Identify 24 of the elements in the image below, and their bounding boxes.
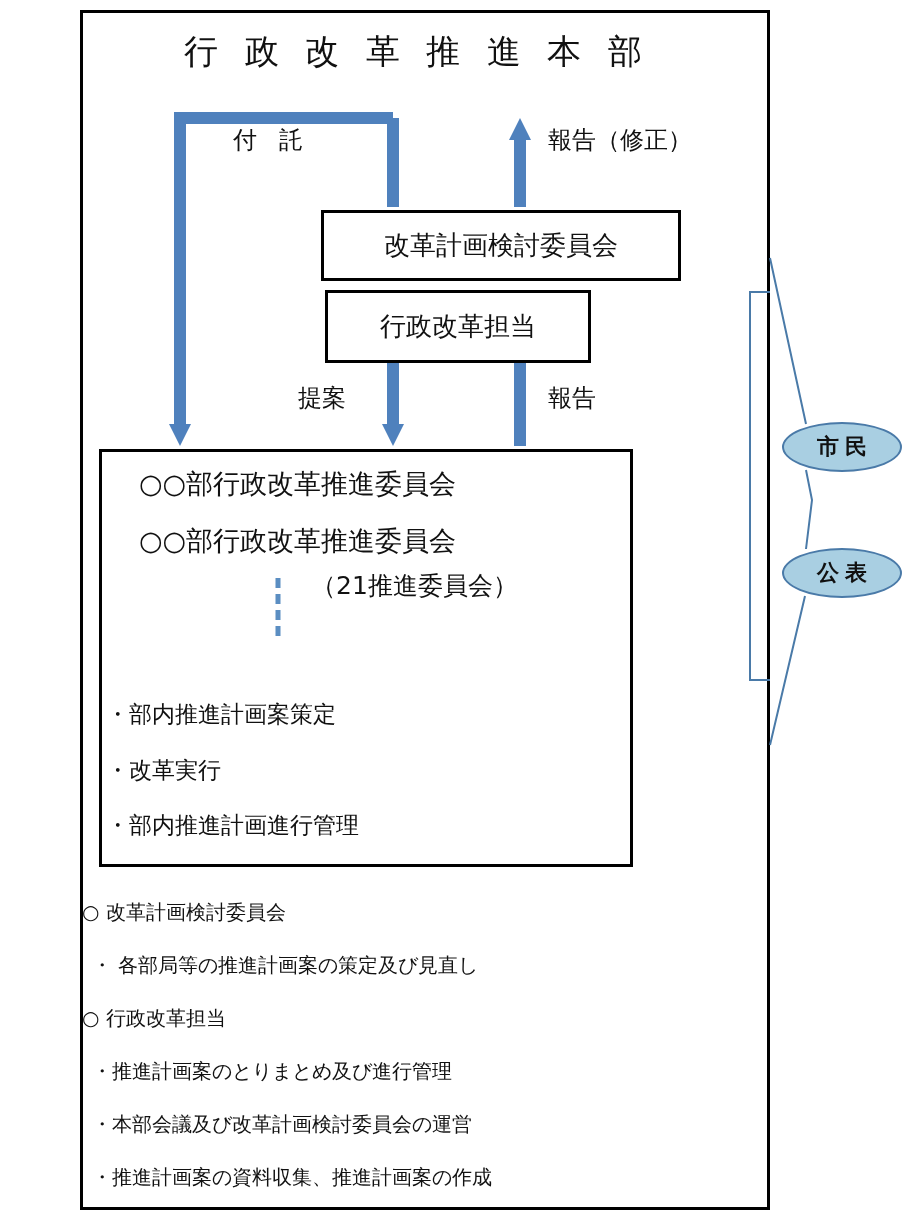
committee-name: ○○部行政改革推進委員会 (139, 525, 457, 558)
arrow (509, 118, 531, 207)
committee-name: （21推進委員会） (311, 571, 518, 601)
bullet-item: ・部内推進計画進行管理 (106, 812, 359, 840)
note-text: ・推進計画案の資料収集、推進計画案の作成 (92, 1165, 492, 1189)
committee-name: ○○部行政改革推進委員会 (139, 468, 457, 501)
arrow (169, 112, 393, 446)
note-text: ○ 改革計画検討委員会 (82, 900, 286, 924)
bullet-item: ・部内推進計画案策定 (106, 701, 336, 729)
ellipse-node: 市民 (782, 422, 902, 472)
note-text: ・ 各部局等の推進計画案の策定及び見直し (92, 953, 479, 977)
edge-label: 報告 (548, 384, 596, 413)
ellipse-node: 公表 (782, 548, 902, 598)
bullet-item: ・改革実行 (106, 757, 221, 785)
arrow (382, 360, 404, 446)
title-heading: 行政改革推進本部 (153, 31, 673, 121)
process-box: 行政改革担当 (325, 290, 591, 363)
committee-panel (99, 449, 633, 867)
outer-frame (80, 10, 770, 1210)
note-text: ○ 行政改革担当 (82, 1006, 226, 1030)
note-text: ・推進計画案のとりまとめ及び進行管理 (92, 1059, 452, 1083)
process-box: 改革計画検討委員会 (321, 210, 681, 281)
edge-label: 提案 (298, 384, 346, 413)
note-text: ・本部会議及び改革計画検討委員会の運営 (92, 1112, 472, 1136)
